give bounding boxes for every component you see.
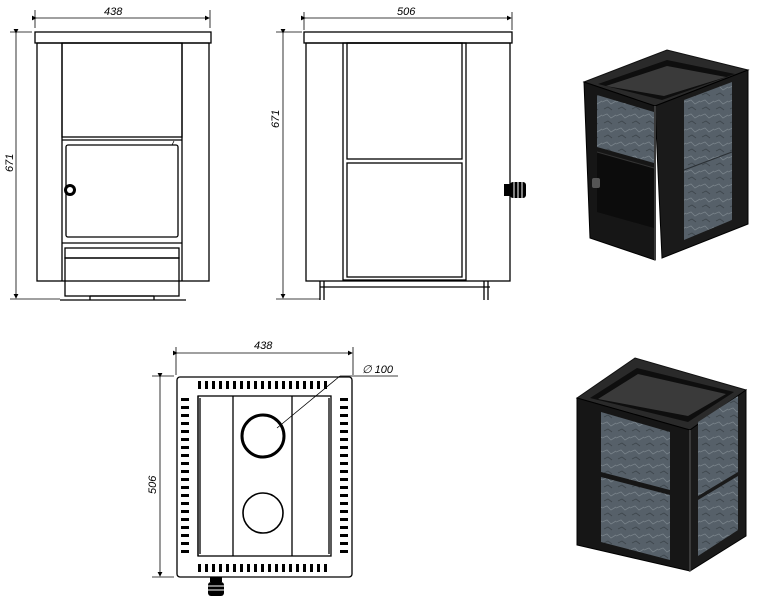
render-stone-panel-side-upper	[698, 396, 738, 496]
render-stone-panel-front-upper	[601, 412, 670, 490]
side-stone-panel-lower	[346, 162, 463, 278]
side-width-label: 506	[397, 6, 416, 18]
top-vent-slots-left	[181, 398, 189, 553]
render-stone-panel-upper	[597, 95, 654, 163]
front-ash-pan	[64, 247, 180, 259]
top-door-knob-icon	[208, 577, 224, 596]
flue-outlet-circle	[240, 413, 286, 459]
top-inner-area	[197, 395, 332, 557]
stove-render-with-door	[582, 49, 750, 261]
top-vent-slots-bottom	[198, 564, 327, 572]
front-stone-compartment	[61, 42, 183, 138]
top-outer-frame	[176, 376, 353, 578]
top-depth-label: 506	[147, 475, 159, 494]
side-view: 506 671	[270, 6, 526, 300]
diameter-leader-line	[276, 375, 341, 429]
front-body-outline	[36, 42, 210, 282]
front-firebox-door	[65, 144, 179, 238]
side-stone-panel-frame	[342, 42, 467, 281]
front-view: 438 671	[4, 6, 212, 301]
top-width-label: 438	[254, 340, 273, 352]
front-height-label: 671	[4, 154, 16, 172]
render-stone-panel-front-lower	[601, 477, 670, 560]
front-ash-drawer	[64, 257, 180, 297]
front-top-lid	[34, 31, 212, 44]
top-vent-slots-top	[198, 381, 327, 389]
side-top-lid	[303, 31, 513, 44]
side-stone-panel-upper	[346, 42, 463, 160]
flue-plug-circle	[242, 492, 284, 534]
diameter-label: ∅ 100	[362, 364, 394, 376]
render-stone-panel-side-lower	[698, 476, 738, 556]
side-height-label: 671	[270, 110, 282, 128]
front-width-label: 438	[104, 6, 123, 18]
side-body-outline	[305, 42, 511, 282]
stove-render-stone-cladding	[575, 357, 748, 572]
top-vent-slots-right	[340, 398, 348, 553]
side-door-knob-icon	[504, 182, 526, 198]
top-view: 438 506 ∅ 100	[147, 340, 398, 596]
